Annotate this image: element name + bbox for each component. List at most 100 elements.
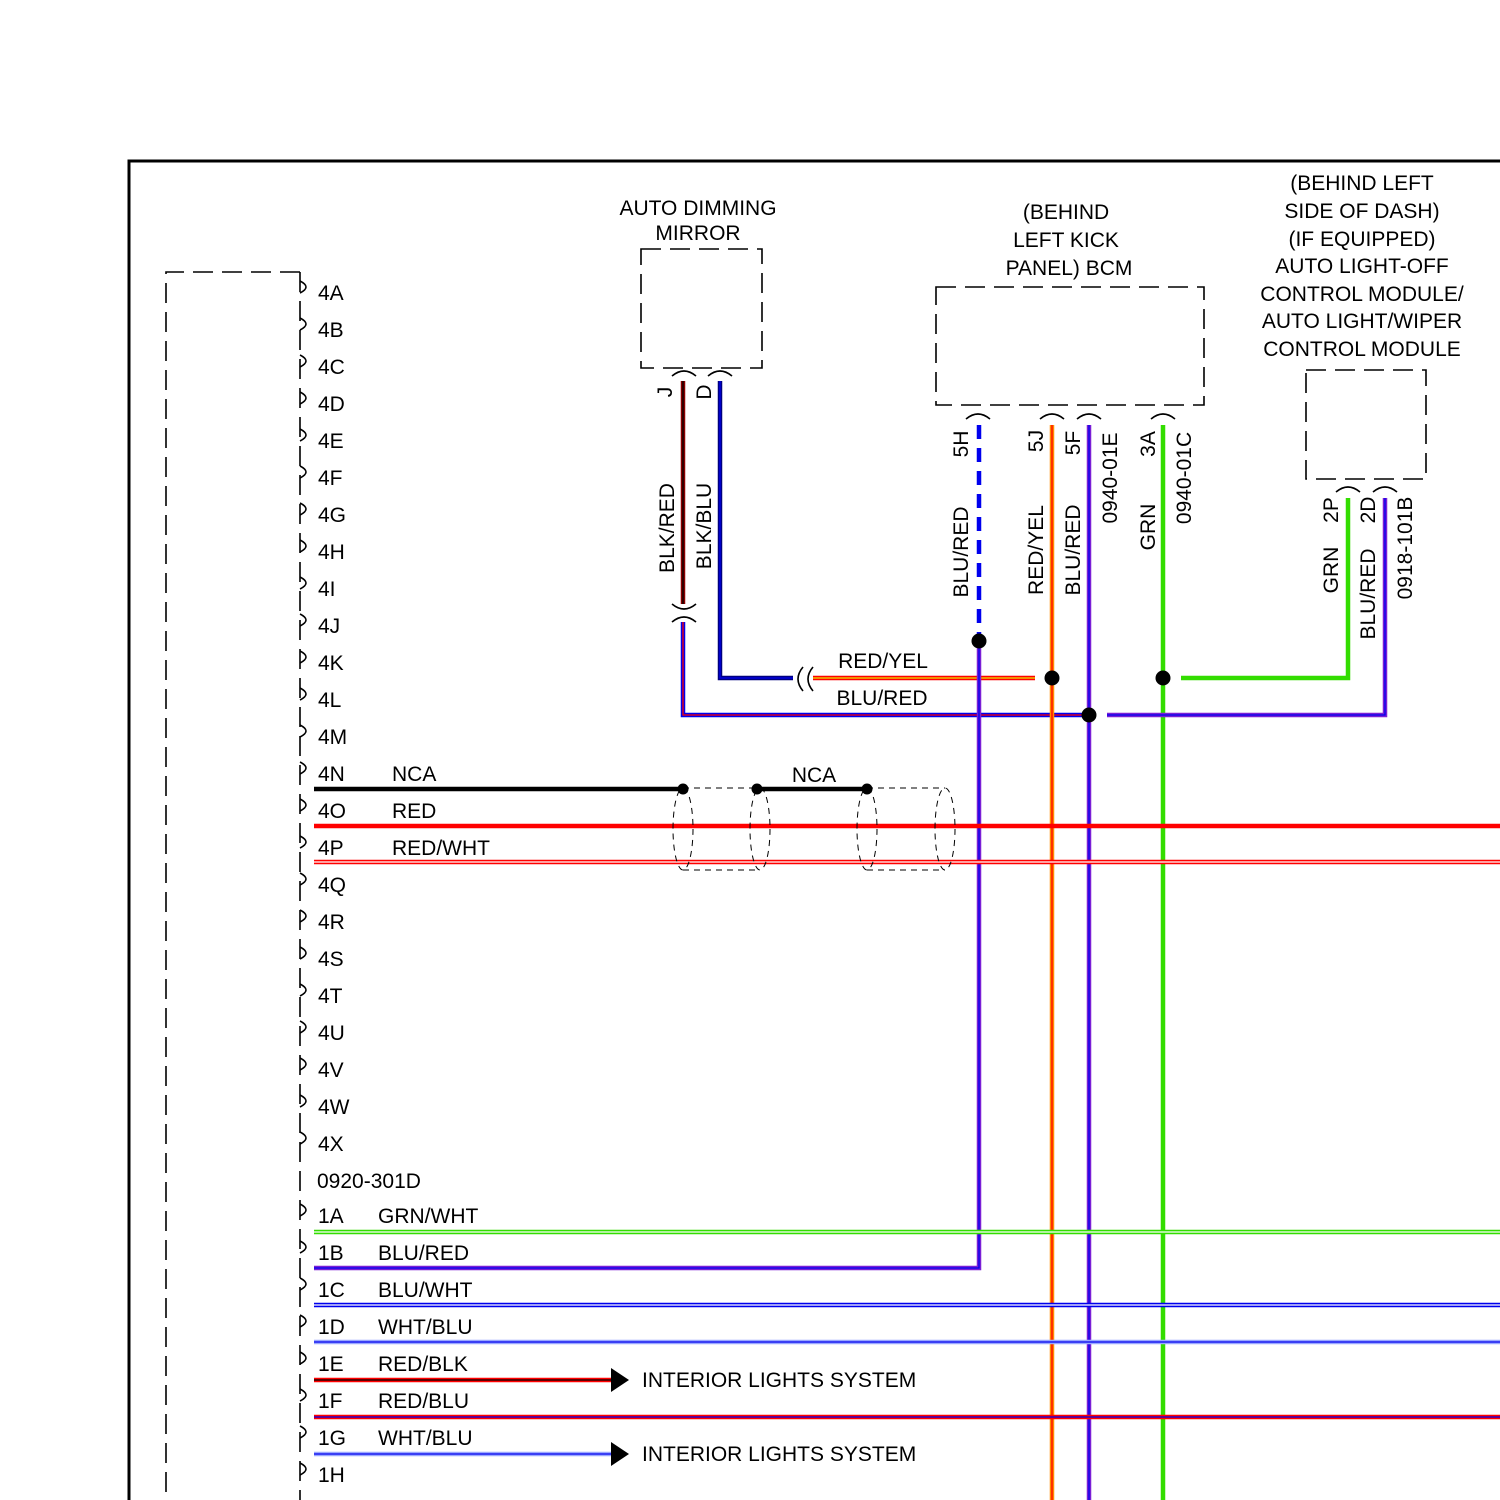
inline-connector-mirror-j: [672, 604, 696, 622]
pin-terminal-icon: [300, 1095, 306, 1107]
splice-dot: [1156, 671, 1171, 686]
pin-terminal-icon: [300, 651, 306, 663]
pin-terminal-icon: [300, 947, 306, 959]
pin-terminal-icon: [300, 688, 306, 700]
shield-ellipse: [750, 788, 770, 870]
mirror-d-wire-label: BLK/BLU: [693, 483, 716, 569]
mirror-pin-j: J: [654, 387, 677, 398]
bcm-connector-e-label: 0940-01E: [1099, 432, 1122, 523]
bcm-pin-5j: 5J: [1025, 430, 1048, 452]
pin-terminal-icon: [300, 799, 306, 811]
shield-ellipse: [935, 788, 955, 870]
pin-label: 4H: [318, 541, 345, 564]
shield-ellipse: [857, 788, 877, 870]
auto-light-title-line4: AUTO LIGHT-OFF: [1275, 255, 1448, 278]
pin-terminal-icon: [300, 281, 306, 293]
bcm-title-line3: PANEL) BCM: [1006, 257, 1133, 280]
pin-terminal-icon: [300, 1463, 306, 1475]
pin-label: 4J: [318, 615, 340, 638]
mirror-terminals: [672, 371, 732, 376]
splice-dot: [752, 784, 763, 795]
pin-terminal-icon: [300, 1204, 306, 1216]
pin-terminal-icon: [300, 1352, 306, 1364]
pin-label: 1H: [318, 1464, 345, 1487]
auto-light-2d-wire-label: BLU/RED: [1357, 548, 1380, 639]
splice-dot: [1045, 671, 1060, 686]
pin-terminal-icon: [300, 1058, 306, 1070]
pin-label: 4Q: [318, 874, 346, 897]
pin-terminal-icon: [300, 429, 306, 441]
pin-label: 4V: [318, 1059, 344, 1082]
pin-label: 1E: [318, 1353, 344, 1376]
shield-outline: [683, 788, 760, 870]
bcm-terminals: [966, 414, 1175, 419]
left-module-connector-label: 0920-301D: [317, 1170, 421, 1193]
pin-label: 1A: [318, 1205, 344, 1228]
blu-red-wire-label: BLU/RED: [836, 687, 927, 710]
pin-label: 4M: [318, 726, 347, 749]
pin-terminal-icon: [300, 540, 306, 552]
pin-terminal-icon: [300, 466, 306, 478]
auto-dimming-mirror: AUTO DIMMING MIRROR J D BLK/RED BLK/BLU: [619, 197, 776, 573]
pin-label: 4E: [318, 430, 344, 453]
pin-label: 4O: [318, 800, 346, 823]
bcm-connector-c-label: 0940-01C: [1173, 432, 1196, 524]
pin-label: 4G: [318, 504, 346, 527]
arrow-head-icon: [611, 1368, 629, 1392]
pin-wire-label: WHT/BLU: [378, 1316, 473, 1339]
left-module-outline: [166, 272, 300, 1500]
auto-light-title-line6: AUTO LIGHT/WIPER: [1262, 310, 1462, 333]
pin-label: 4L: [318, 689, 341, 712]
red-yel-wire-label: RED/YEL: [838, 650, 928, 673]
pin-terminal-icon: [300, 1278, 306, 1290]
pin-label: 4B: [318, 319, 344, 342]
splice-dot: [972, 634, 987, 649]
pin-label: 1B: [318, 1242, 344, 1265]
pin-label: 4A: [318, 282, 344, 305]
pin-terminal-icon: [300, 910, 306, 922]
pin-terminal-icon: [300, 1389, 306, 1401]
auto-light-control-module: (BEHIND LEFT SIDE OF DASH) (IF EQUIPPED)…: [1260, 172, 1464, 640]
pin-terminal-icon: [300, 392, 306, 404]
interior-lights-arrow-2: INTERIOR LIGHTS SYSTEM: [611, 1442, 916, 1466]
auto-light-pin-2d: 2D: [1357, 497, 1380, 524]
pin-label: 4W: [318, 1096, 350, 1119]
auto-light-pin-2p: 2P: [1320, 497, 1343, 523]
pin-terminal-icon: [300, 1426, 306, 1438]
auto-light-terminals: [1336, 487, 1397, 492]
pin-terminal-icon: [300, 614, 306, 626]
bcm-5h-wire-label: BLU/RED: [950, 506, 973, 597]
bcm-3a-wire-label: GRN: [1137, 504, 1160, 551]
pin-terminal-icon: [300, 725, 306, 737]
pin-wire-label: BLU/WHT: [378, 1279, 473, 1302]
pin-terminal-icon: [300, 1315, 306, 1327]
pin-terminal-icon: [300, 1241, 306, 1253]
pin-label: 4R: [318, 911, 345, 934]
pin-label: 4T: [318, 985, 343, 1008]
interior-lights-arrow-1: INTERIOR LIGHTS SYSTEM: [611, 1368, 916, 1392]
pin-wire-label: NCA: [392, 763, 436, 786]
bcm-pin-3a: 3A: [1137, 431, 1160, 457]
splice-dot: [862, 784, 873, 795]
pin-terminal-icon: [300, 355, 306, 367]
pin-wire-label: RED/BLK: [378, 1353, 468, 1376]
pin-label: 4F: [318, 467, 343, 490]
shield-outline: [867, 788, 945, 870]
auto-light-title-line7: CONTROL MODULE: [1263, 338, 1461, 361]
bcm-pin-5h: 5H: [950, 431, 973, 458]
pin-wire-label: RED/WHT: [392, 837, 490, 860]
pin-terminal-icon: [300, 1132, 306, 1144]
splice-dot: [678, 784, 689, 795]
auto-light-title-line2: SIDE OF DASH): [1284, 200, 1439, 223]
nca-shield: NCA: [673, 764, 955, 870]
pin-label: 4K: [318, 652, 344, 675]
pin-terminal-icon: [300, 318, 306, 330]
mirror-title-line1: AUTO DIMMING: [619, 197, 776, 220]
pin-terminal-icon: [300, 984, 306, 996]
nca-shield-label: NCA: [792, 764, 836, 787]
pin-terminal-icon: [300, 577, 306, 589]
pin-label: 1G: [318, 1427, 346, 1450]
